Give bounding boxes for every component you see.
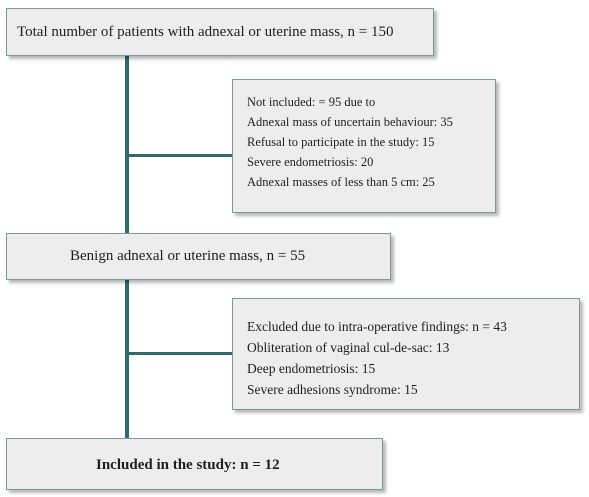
excluded-box: Excluded due to intra-operative findings… [232, 298, 580, 410]
benign-mass-box: Benign adnexal or uterine mass, n = 55 [6, 233, 391, 280]
benign-mass-label: Benign adnexal or uterine mass, n = 55 [70, 248, 306, 264]
connector-line-to-excluded [129, 352, 232, 355]
not-included-item: Refusal to participate in the study: 15 [247, 135, 435, 149]
connector-line-total-to-benign [125, 56, 129, 233]
included-box: Included in the study: n = 12 [6, 438, 383, 490]
not-included-item: Adnexal masses of less than 5 cm: 25 [247, 175, 435, 189]
total-patients-box: Total number of patients with adnexal or… [6, 8, 434, 56]
not-included-item: Adnexal mass of uncertain behaviour: 35 [247, 115, 453, 129]
not-included-item: Severe endometriosis: 20 [247, 155, 374, 169]
connector-line-benign-to-included [125, 280, 129, 438]
total-patients-label: Total number of patients with adnexal or… [17, 24, 394, 40]
not-included-box: Not included: = 95 due to Adnexal mass o… [232, 79, 496, 213]
excluded-heading: Excluded due to intra-operative findings… [247, 319, 507, 334]
connector-line-to-not-included [129, 154, 232, 157]
excluded-item: Severe adhesions syndrome: 15 [247, 382, 418, 397]
excluded-item: Obliteration of vaginal cul-de-sac: 13 [247, 340, 450, 355]
included-label: Included in the study: n = 12 [96, 457, 280, 473]
not-included-heading: Not included: = 95 due to [247, 95, 376, 109]
excluded-item: Deep endometriosis: 15 [247, 361, 376, 376]
